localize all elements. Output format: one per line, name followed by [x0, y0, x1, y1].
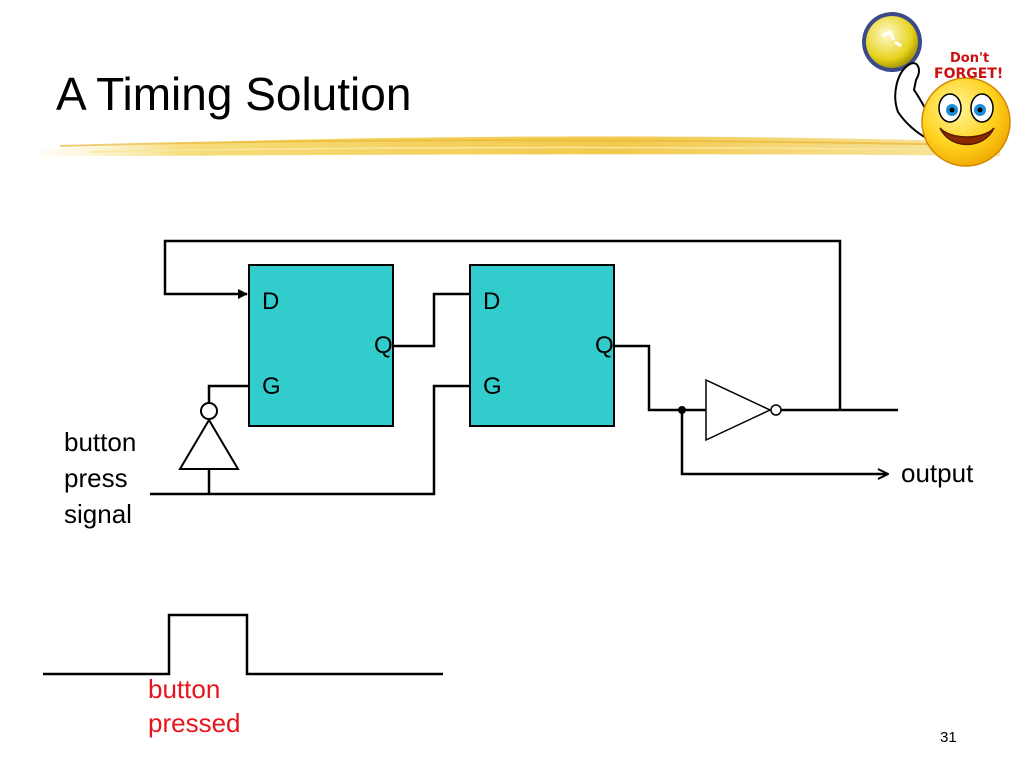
latch-2-g-label: G: [483, 373, 502, 400]
title-swoosh: [40, 136, 1000, 156]
latch-2-d-label: D: [483, 288, 500, 315]
output-wire: [680, 410, 888, 474]
input-inverter-bubble: [200, 402, 218, 420]
slide-title: A Timing Solution: [56, 68, 411, 120]
latch-2-q-label: Q: [595, 332, 614, 359]
latch-2: [469, 264, 615, 427]
inverted-signal-wire: [207, 384, 249, 403]
input-inverter-gate: [178, 418, 240, 470]
waveform-annotation-line1: button: [148, 674, 220, 704]
waveform-annotation-line2: pressed: [148, 708, 241, 738]
sticker-line2: FORGET!: [934, 66, 1003, 82]
input-label-line1: button: [64, 427, 136, 457]
page-number: 31: [940, 729, 957, 746]
input-label-line3: signal: [64, 499, 132, 529]
latch-1-g-label: G: [262, 373, 281, 400]
inverter-bubble: [770, 404, 782, 416]
latch-1: [248, 264, 394, 427]
inverter-gate: [705, 378, 772, 442]
latch1-q-to-latch2-d-wire: [393, 292, 470, 348]
latch-1-q-label: Q: [374, 332, 393, 359]
input-label-line2: press: [64, 463, 128, 493]
latch-1-d-label: D: [262, 288, 279, 315]
button-pulse-waveform: [43, 613, 443, 676]
feedback-wire: [163, 239, 842, 410]
dont-forget-smiley-icon: Don't FORGET!: [862, 12, 1011, 167]
latch2-q-wire: [614, 344, 706, 412]
output-label: output: [901, 458, 974, 488]
button-signal-wire: [150, 384, 470, 496]
sticker-line1: Don't: [950, 51, 989, 66]
